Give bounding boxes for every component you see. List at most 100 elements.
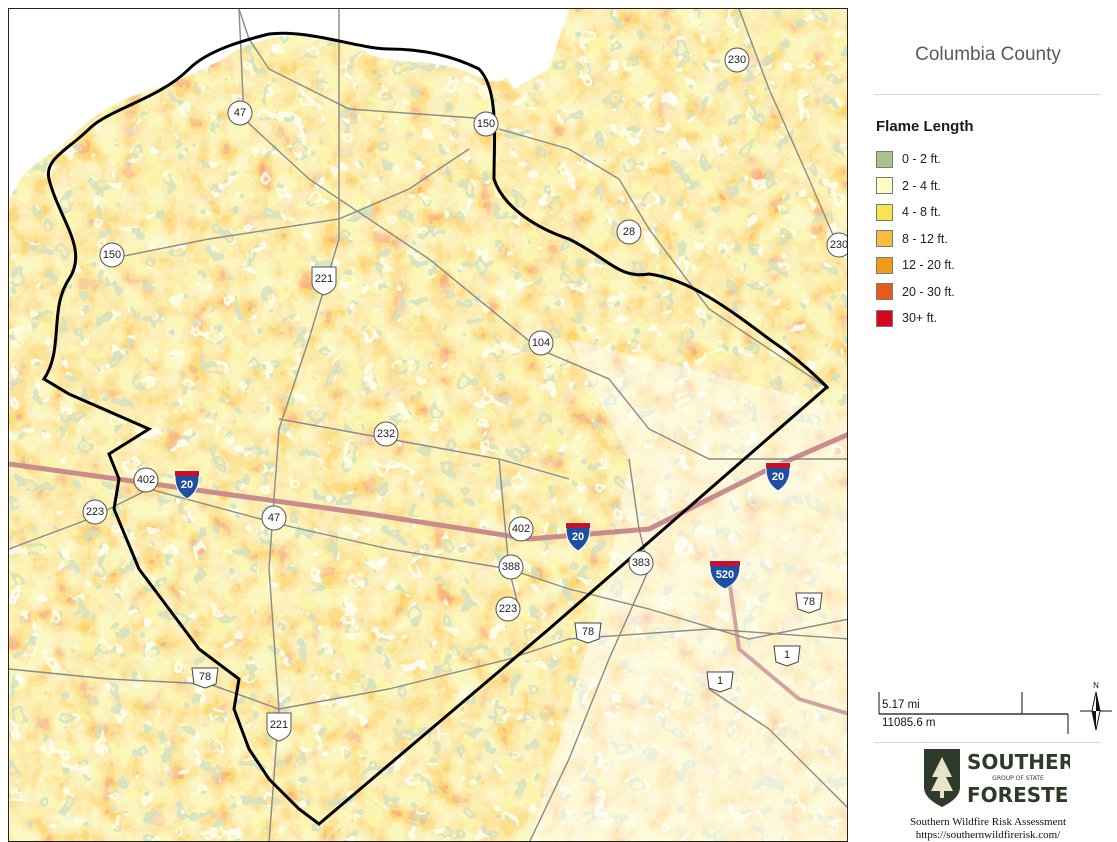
legend-label: 4 - 8 ft. [902, 205, 941, 220]
svg-text:FORESTERS: FORESTERS [967, 783, 1070, 807]
route-402-west: 402 [133, 467, 159, 493]
legend-item: 4 - 8 ft. [876, 199, 1076, 226]
route-383: 383 [628, 550, 654, 576]
county-title: Columbia County [915, 44, 1061, 65]
us-78-west: 78 [191, 667, 219, 689]
svg-text:1: 1 [717, 675, 723, 687]
legend-swatch [876, 256, 893, 274]
svg-text:402: 402 [512, 523, 530, 535]
legend-label: 30+ ft. [902, 311, 938, 326]
flame-length-map[interactable]: 230 47 150 150 28 230 221 104 232 402 22… [9, 9, 848, 842]
scale-meters-label: 11085.6 m [882, 717, 936, 729]
legend-label: 12 - 20 ft. [902, 258, 955, 273]
svg-text:150: 150 [103, 249, 121, 261]
svg-text:20: 20 [181, 479, 193, 491]
title-divider [874, 94, 1100, 95]
legend-label: 0 - 2 ft. [902, 152, 941, 167]
svg-text:150: 150 [477, 118, 495, 130]
route-230-north: 230 [724, 47, 750, 73]
svg-text:47: 47 [268, 512, 280, 524]
svg-text:20: 20 [572, 531, 584, 543]
route-230-east: 230 [826, 232, 848, 258]
interstate-shields: 20 20 20 520 [174, 462, 791, 590]
interstate-20-west: 20 [174, 470, 200, 500]
map-frame[interactable]: 230 47 150 150 28 230 221 104 232 402 22… [8, 8, 848, 842]
legend-swatch [876, 150, 893, 168]
legend-item: 30+ ft. [876, 305, 1076, 332]
route-223-east: 223 [495, 596, 521, 622]
southern-foresters-logo: SOUTHERN GROUP OF STATE FORESTERS [920, 745, 1098, 809]
route-28: 28 [616, 219, 642, 245]
scale-miles-label: 5.17 mi [882, 699, 920, 711]
us-78-east-unlabeled: 78 [795, 592, 823, 614]
svg-text:78: 78 [803, 596, 815, 608]
credit-url[interactable]: https://southernwildfirerisk.com/ [915, 829, 1061, 841]
legend-item: 0 - 2 ft. [876, 146, 1076, 173]
svg-text:SOUTHERN: SOUTHERN [967, 750, 1070, 774]
legend-item: 20 - 30 ft. [876, 279, 1076, 306]
us-1-south: 1 [706, 671, 734, 693]
compass-icon: N [1080, 681, 1112, 731]
legend-item: 12 - 20 ft. [876, 252, 1076, 279]
interstate-520: 520 [709, 560, 741, 590]
credit-title: Southern Wildfire Risk Assessment [909, 816, 1067, 828]
interstate-520-line [727, 578, 847, 716]
svg-text:388: 388 [502, 561, 520, 573]
svg-text:221: 221 [315, 273, 333, 285]
us-route-shields: 78 78 78 1 1 [191, 592, 823, 693]
svg-text:N: N [1093, 681, 1099, 690]
legend-label: 8 - 12 ft. [902, 231, 948, 246]
us-1-east: 1 [773, 645, 801, 667]
legend-panel: Columbia County Flame Length 0 - 2 ft. 2… [848, 0, 1117, 842]
route-47-north: 47 [227, 100, 253, 126]
route-221-south: 221 [266, 712, 292, 742]
route-150-west: 150 [99, 242, 125, 268]
county-boundary [41, 31, 830, 826]
legend-swatch [876, 309, 893, 327]
vegetation-overlay [9, 9, 847, 841]
scale-divider [874, 742, 1100, 743]
scale-bar: 5.17 mi 11085.6 m [878, 690, 1074, 736]
svg-text:47: 47 [234, 107, 246, 119]
legend-item: 2 - 4 ft. [876, 173, 1076, 200]
route-104: 104 [528, 330, 554, 356]
legend-swatch [876, 230, 893, 248]
svg-text:1: 1 [784, 649, 790, 661]
svg-text:221: 221 [270, 719, 288, 731]
svg-text:28: 28 [623, 226, 635, 238]
svg-text:520: 520 [716, 569, 734, 581]
route-402-east: 402 [508, 516, 534, 542]
legend-swatch [876, 177, 893, 195]
svg-text:223: 223 [86, 506, 104, 518]
route-47-south: 47 [261, 505, 287, 531]
svg-text:20: 20 [772, 471, 784, 483]
svg-text:230: 230 [830, 239, 848, 251]
state-route-shields: 230 47 150 150 28 230 221 104 232 402 22… [82, 47, 848, 742]
svg-text:232: 232 [377, 428, 395, 440]
scale-bar-graphic [878, 692, 1069, 734]
us-78-center: 78 [574, 622, 602, 644]
svg-text:383: 383 [632, 557, 650, 569]
road-network [9, 9, 847, 841]
route-221-north: 221 [311, 266, 337, 296]
legend-label: 20 - 30 ft. [902, 284, 955, 299]
legend-label: 2 - 4 ft. [902, 178, 941, 193]
route-232: 232 [373, 421, 399, 447]
svg-text:104: 104 [532, 337, 550, 349]
svg-text:230: 230 [728, 54, 746, 66]
route-150-east: 150 [473, 111, 499, 137]
lake-water [439, 9, 569, 89]
legend-swatch [876, 203, 893, 221]
legend-heading: Flame Length [876, 118, 974, 135]
legend-list: 0 - 2 ft. 2 - 4 ft. 4 - 8 ft. 8 - 12 ft.… [876, 146, 1076, 332]
route-223-west: 223 [82, 499, 108, 525]
interstate-20-center: 20 [565, 522, 591, 552]
route-388: 388 [498, 554, 524, 580]
legend-swatch [876, 283, 893, 301]
svg-text:402: 402 [137, 474, 155, 486]
logo-graphic: SOUTHERN GROUP OF STATE FORESTERS [924, 749, 1098, 807]
svg-text:223: 223 [499, 603, 517, 615]
legend-item: 8 - 12 ft. [876, 226, 1076, 253]
svg-text:78: 78 [199, 671, 211, 683]
north-arrow: N [1078, 680, 1114, 732]
